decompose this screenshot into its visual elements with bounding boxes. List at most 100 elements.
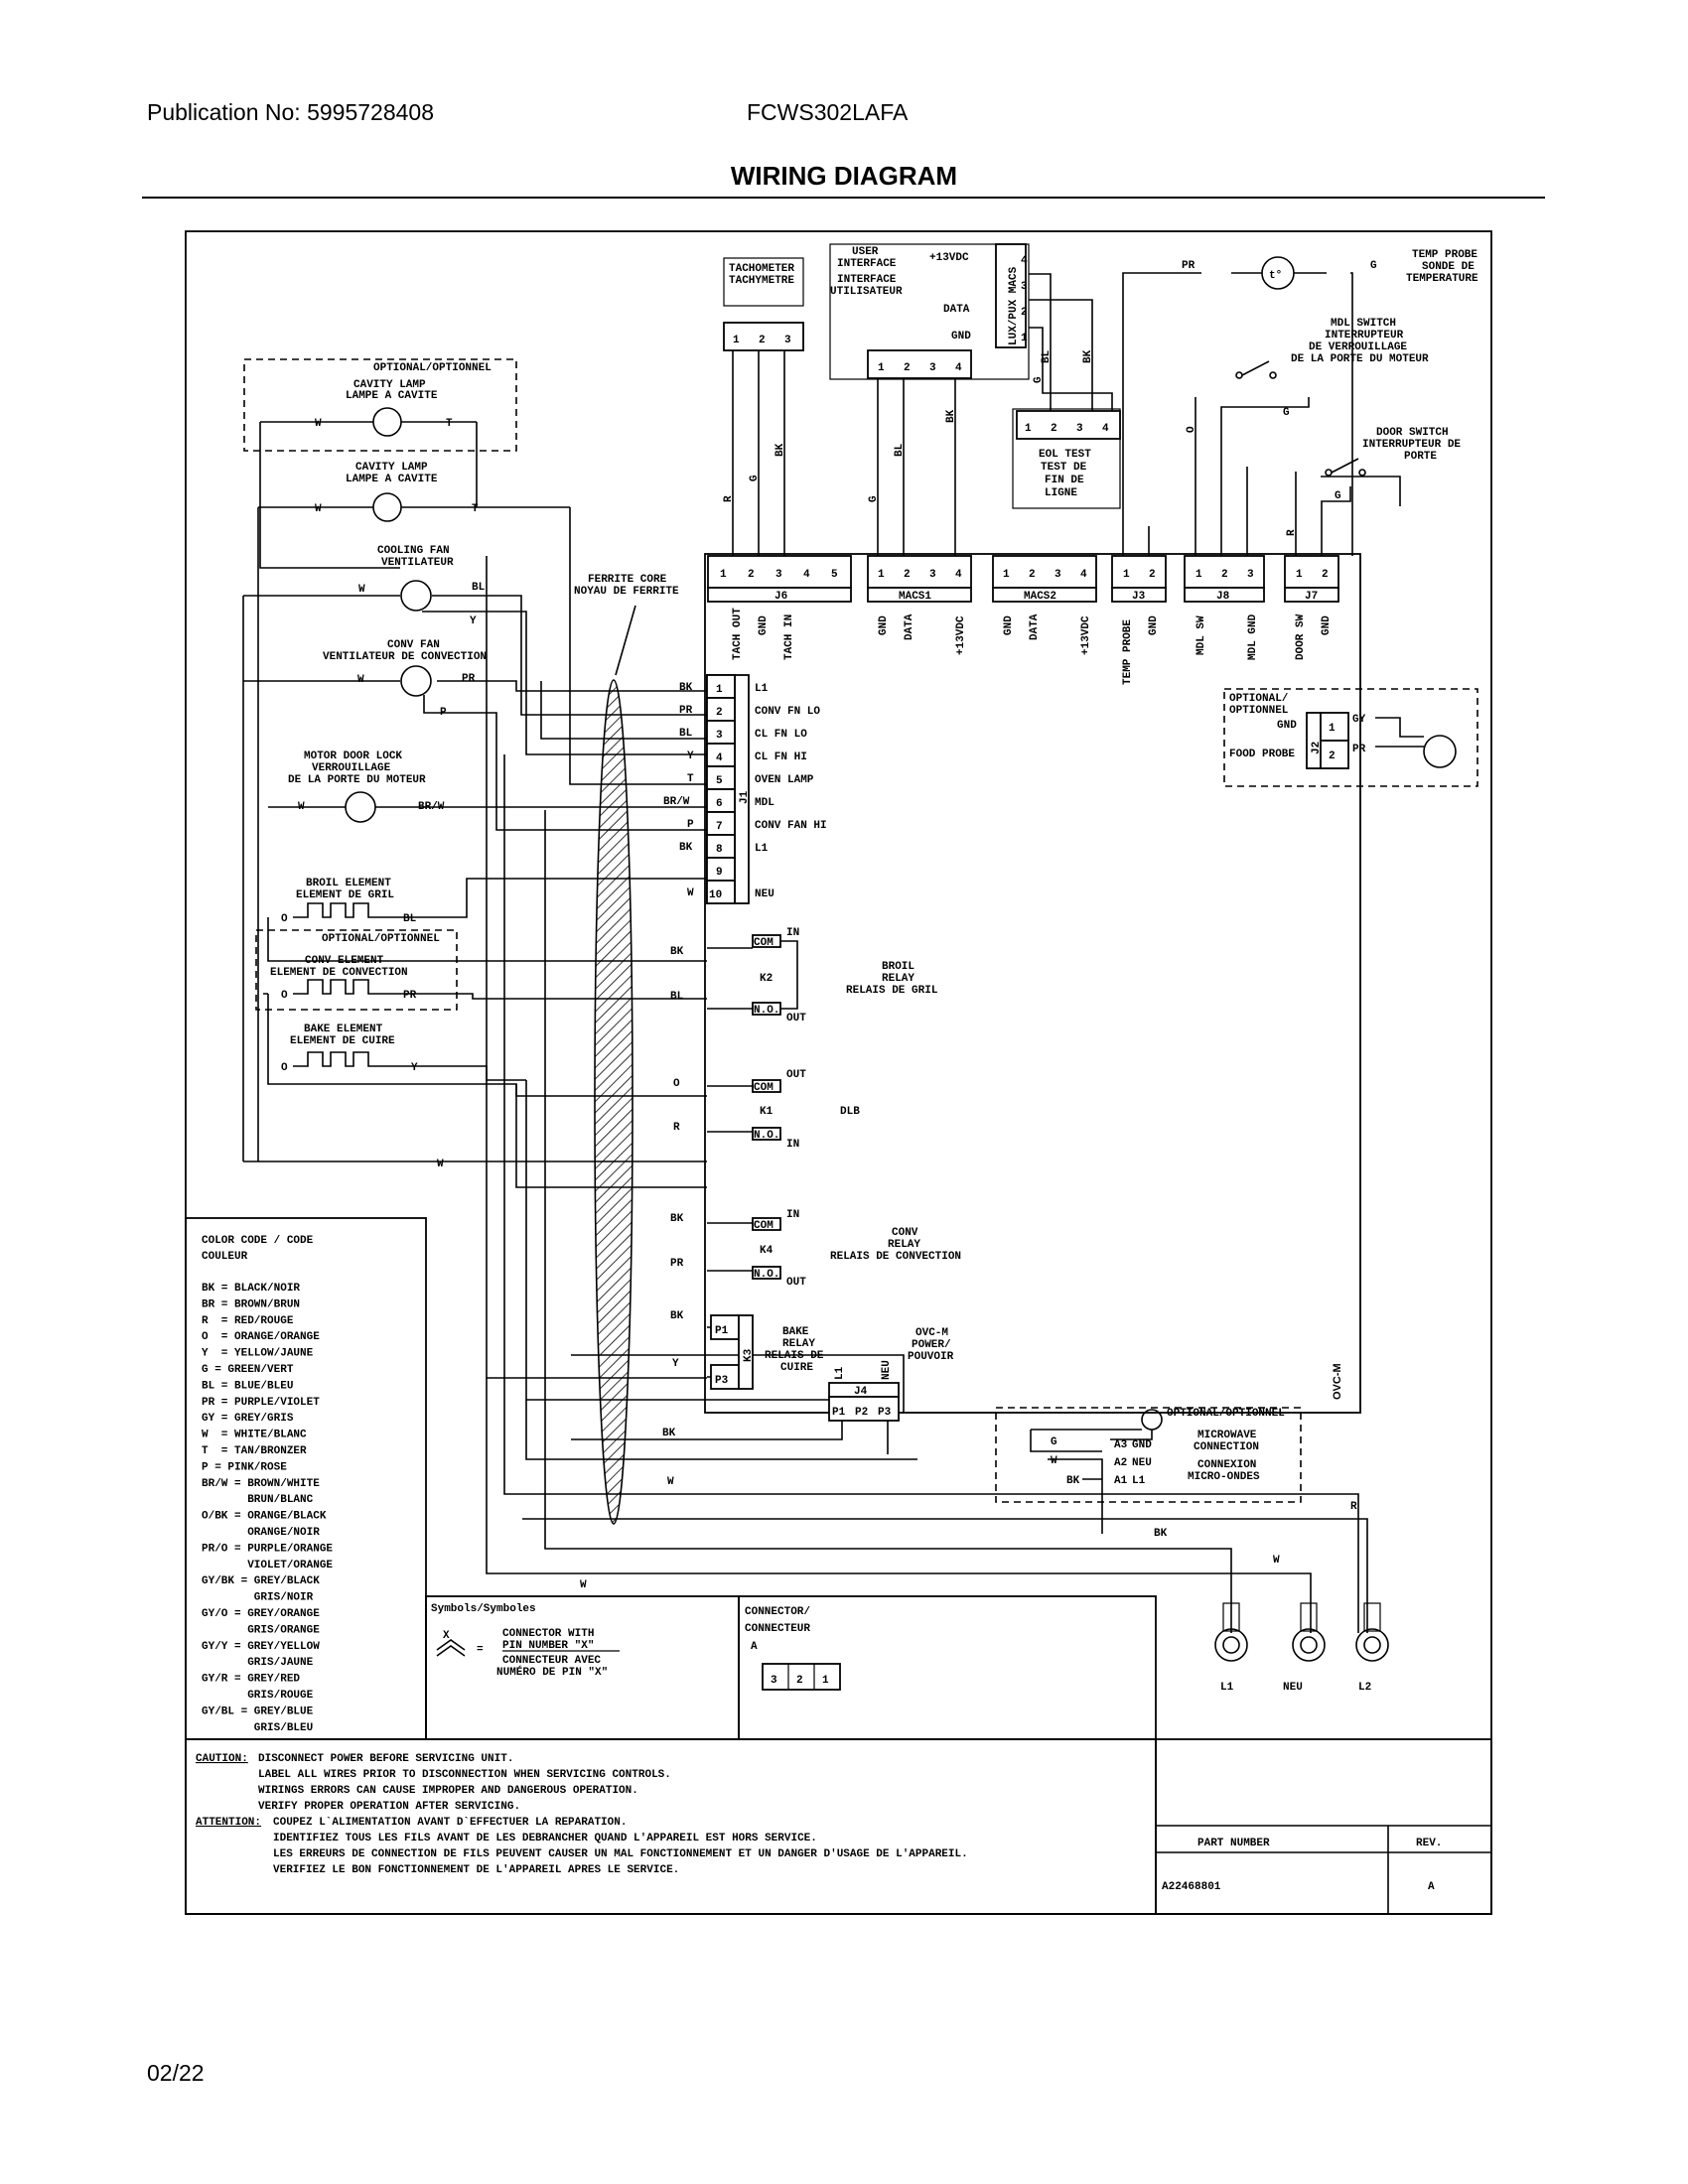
svg-text:GND: GND: [1321, 615, 1333, 635]
color-code-line: T = TAN/BRONZER: [202, 1445, 307, 1457]
svg-text:1: 1: [1021, 333, 1028, 344]
svg-text:GND: GND: [1132, 1439, 1152, 1451]
j1-pin-cell: [706, 880, 736, 904]
svg-text:LES ERREURS DE CONNECTION DE F: LES ERREURS DE CONNECTION DE FILS PEUVEN…: [273, 1848, 968, 1860]
top-wiring: R G BK G BL BK BL BK G PR G O G R G: [723, 260, 1401, 556]
svg-text:G: G: [1335, 490, 1341, 502]
svg-text:G: G: [749, 475, 761, 481]
svg-text:RELAY: RELAY: [782, 1338, 815, 1350]
svg-text:DOOR SWITCH: DOOR SWITCH: [1376, 427, 1449, 439]
svg-text:Y: Y: [672, 1358, 679, 1370]
color-code-legend: COLOR CODE / CODE COULEUR BK = BLACK/NOI…: [185, 1217, 427, 1740]
j1-signal-label: CONV FAN HI: [755, 820, 827, 832]
connector-legend: CONNECTOR/ CONNECTEUR A 3 2 1: [738, 1595, 1157, 1740]
svg-text:GY: GY: [1352, 714, 1366, 726]
svg-text:BROIL: BROIL: [882, 961, 914, 973]
svg-text:Y: Y: [411, 1062, 418, 1074]
svg-text:J1: J1: [739, 790, 751, 804]
j1-signal-label: OVEN LAMP: [755, 774, 814, 786]
svg-text:TACH OUT: TACH OUT: [732, 608, 744, 660]
publication-number: Publication No: 5995728408: [147, 99, 435, 125]
color-code-line: W = WHITE/BLANC: [202, 1430, 307, 1441]
svg-text:OUT: OUT: [786, 1013, 806, 1024]
terminal-l1: L1: [1220, 1682, 1234, 1694]
j1-pin-number: 2: [716, 707, 723, 719]
svg-text:CAVITY LAMP: CAVITY LAMP: [353, 379, 426, 391]
svg-text:2: 2: [1021, 307, 1028, 319]
svg-text:PORTE: PORTE: [1404, 451, 1437, 463]
svg-text:1: 1: [878, 362, 885, 374]
svg-text:TEMP PROBE: TEMP PROBE: [1412, 249, 1477, 261]
svg-text:RELAIS DE GRIL: RELAIS DE GRIL: [846, 985, 938, 997]
svg-text:OPTIONAL/OPTIONNEL: OPTIONAL/OPTIONNEL: [1167, 1408, 1285, 1420]
svg-text:BL: BL: [1041, 349, 1053, 363]
svg-text:R: R: [1350, 1501, 1357, 1513]
svg-text:CONNECTEUR: CONNECTEUR: [745, 1623, 810, 1635]
svg-text:DE VERROUILLAGE: DE VERROUILLAGE: [1309, 341, 1407, 353]
svg-text:BL: BL: [670, 991, 684, 1003]
svg-text:O: O: [281, 990, 288, 1002]
color-code-line: O/BK = ORANGE/BLACK: [202, 1511, 327, 1523]
j1-signal-label: CL FN LO: [755, 729, 807, 741]
optional-food-probe-j2: OPTIONAL/ OPTIONNEL GND FOOD PROBE J2 1 …: [1223, 688, 1478, 787]
j1-signal-label: CL FN HI: [755, 751, 807, 763]
j1-wire-color: T: [687, 773, 694, 785]
svg-text:MDL SW: MDL SW: [1196, 615, 1207, 655]
j4-power: J4 P1 P2 P3 L1 NEU OVC-M POWER/ POUVOIR …: [571, 1327, 954, 1488]
revision: A: [1428, 1881, 1435, 1893]
color-code-line: R = RED/ROUGE: [202, 1315, 294, 1327]
color-code-line: GY/R = GREY/RED: [202, 1674, 300, 1686]
svg-text:GND: GND: [758, 615, 770, 635]
svg-text:FIN DE: FIN DE: [1045, 475, 1084, 486]
j1-signal-label: NEU: [755, 888, 774, 900]
svg-text:G: G: [1051, 1436, 1057, 1448]
svg-text:O: O: [673, 1078, 680, 1090]
svg-text:2: 2: [759, 335, 766, 346]
optional-microwave: OPTIONAL/OPTIONNEL MICROWAVE CONNECTION …: [995, 1407, 1302, 1534]
svg-text:N.O.: N.O.: [754, 1269, 779, 1281]
svg-text:CONNECTOR WITH: CONNECTOR WITH: [502, 1628, 594, 1640]
svg-text:GND: GND: [951, 331, 971, 342]
svg-text:1: 1: [1003, 569, 1010, 581]
svg-text:P2: P2: [855, 1407, 868, 1419]
svg-text:G: G: [1370, 260, 1377, 272]
svg-text:VERIFIEZ LE BON FONCTIONNEMENT: VERIFIEZ LE BON FONCTIONNEMENT DE L'APPA…: [273, 1864, 679, 1876]
svg-text:POWER/: POWER/: [912, 1339, 951, 1351]
ovc-m-board: [704, 553, 1361, 1414]
svg-text:GND: GND: [1003, 615, 1015, 635]
color-code-line: GRIS/ROUGE: [202, 1690, 314, 1702]
svg-text:Symbols/Symboles: Symbols/Symboles: [431, 1603, 536, 1615]
svg-text:COLOR CODE / CODE: COLOR CODE / CODE: [202, 1235, 314, 1247]
svg-text:3: 3: [771, 1675, 777, 1687]
optional-conv-element: OPTIONAL/OPTIONNEL CONV ELEMENT ELEMENT …: [255, 929, 458, 1011]
svg-text:CONNECTION: CONNECTION: [1194, 1441, 1259, 1453]
svg-text:COUPEZ L`ALIMENTATION AVANT D`: COUPEZ L`ALIMENTATION AVANT D`EFFECTUER …: [273, 1817, 627, 1829]
svg-text:O: O: [1186, 426, 1197, 433]
svg-text:COULEUR: COULEUR: [202, 1251, 248, 1263]
temp-probe: t° TEMP PROBE SONDE DE TEMPERATURE: [1261, 249, 1478, 290]
svg-text:VENTILATEUR DE CONVECTION: VENTILATEUR DE CONVECTION: [323, 651, 487, 663]
svg-text:BK: BK: [670, 946, 684, 958]
svg-text:DE LA PORTE DU MOTEUR: DE LA PORTE DU MOTEUR: [1291, 353, 1429, 365]
svg-text:DATA: DATA: [943, 304, 970, 316]
svg-text:PART NUMBER: PART NUMBER: [1197, 1838, 1270, 1849]
svg-text:2: 2: [796, 1675, 803, 1687]
j1-pin-number: 5: [716, 775, 723, 787]
svg-text:BL: BL: [894, 443, 906, 457]
svg-text:LAMPE A CAVITE: LAMPE A CAVITE: [346, 474, 438, 485]
svg-text:2: 2: [1329, 751, 1336, 762]
svg-text:O: O: [281, 913, 288, 925]
svg-text:K2: K2: [760, 973, 773, 985]
dlb-relay-k1: COM N.O. K1 OUT IN DLB O R: [673, 1069, 860, 1151]
svg-text:2: 2: [1051, 423, 1057, 435]
svg-text:A3: A3: [1114, 1439, 1128, 1451]
svg-text:MOTOR DOOR LOCK: MOTOR DOOR LOCK: [304, 751, 402, 762]
svg-text:ELEMENT DE CONVECTION: ELEMENT DE CONVECTION: [270, 967, 408, 979]
color-code-line: GRIS/NOIR: [202, 1592, 314, 1604]
svg-text:EOL TEST: EOL TEST: [1039, 449, 1091, 461]
j1-wire-color: W: [687, 887, 694, 899]
svg-text:2: 2: [1221, 569, 1228, 581]
color-code-line: Y = YELLOW/JAUNE: [202, 1348, 314, 1360]
svg-text:CONV: CONV: [892, 1227, 918, 1239]
svg-text:N.O.: N.O.: [754, 1005, 779, 1017]
